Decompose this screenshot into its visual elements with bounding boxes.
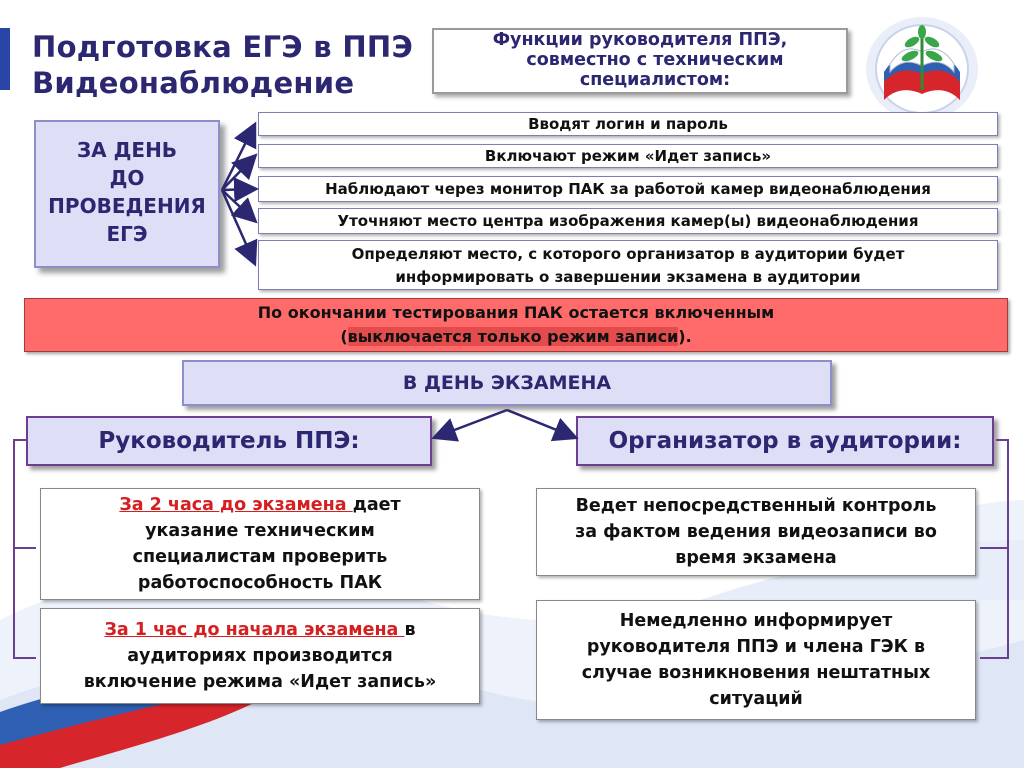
day-before-line1: ЗА ДЕНЬ (76, 138, 178, 162)
functions-line1: Функции руководителя ППЭ, (492, 30, 788, 50)
functions-line2: совместно с техническим (526, 50, 784, 70)
head-task1-l1: дает (352, 495, 401, 515)
emblem-book-plant-icon (866, 17, 978, 121)
org-task1-line1: Ведет непосредственный контроль (575, 496, 937, 516)
day-before-exam-box: ЗА ДЕНЬ ДО ПРОВЕДЕНИЯ ЕГЭ (34, 120, 220, 268)
role-organizer: Организатор в аудитории: (576, 416, 994, 466)
head-task1-line2: указание техническим (145, 521, 375, 541)
after-test-line1: По окончании тестирования ПАК остается в… (257, 303, 775, 322)
day-before-line2: ДО (109, 166, 145, 190)
org-task1-line2: за фактом ведения видеозаписи во (575, 522, 937, 542)
step-login: Вводят логин и пароль (258, 112, 998, 136)
head-task2-red: За 1 час до начала экзамена (104, 620, 405, 640)
organizer-task-control: Ведет непосредственный контроль за факто… (536, 488, 976, 576)
org-task2-line2: руководителя ППЭ и члена ГЭК в (586, 637, 926, 657)
after-test-close: ). (678, 327, 692, 346)
head-task1-line3: специалистам проверить (132, 547, 388, 567)
functions-line3: специалистом: (579, 70, 731, 90)
role-head-ppe: Руководитель ППЭ: (26, 416, 432, 466)
head-task1-red: За 2 часа до экзамена (119, 495, 353, 515)
day-before-line4: ЕГЭ (106, 222, 148, 246)
step-camera-center: Уточняют место центра изображения камер(… (258, 208, 998, 234)
head-task1-line1: За 2 часа до экзамена дает (41, 492, 479, 518)
head-task-2-hours: За 2 часа до экзамена дает указание техн… (40, 488, 480, 600)
head-task2-line3: включение режима «Идет запись» (83, 672, 437, 692)
step-inform-line2: информировать о завершении экзамена в ау… (395, 268, 861, 286)
org-task2-line1: Немедленно информирует (619, 611, 893, 631)
page-title-line2: Видеонаблюдение (32, 66, 355, 100)
step-inform-line1: Определяют место, с которого организатор… (351, 245, 905, 263)
head-task2-line2: аудиториях производится (127, 646, 393, 666)
head-task2-l1: в (404, 620, 416, 640)
org-task2-line3: случае возникновения нештатных (581, 663, 931, 683)
step-inform-location: Определяют место, с которого организатор… (258, 240, 998, 290)
after-test-open: ( (340, 327, 348, 346)
org-task1-line3: время экзамена (675, 548, 837, 568)
step-recording-mode: Включают режим «Идет запись» (258, 144, 998, 168)
title-accent-bar (0, 28, 10, 90)
organizer-task-inform: Немедленно информирует руководителя ППЭ … (536, 600, 976, 720)
functions-header: Функции руководителя ППЭ, совместно с те… (432, 28, 848, 94)
head-task1-line4: работоспособность ПАК (137, 573, 383, 593)
page-title-line1: Подготовка ЕГЭ в ППЭ (32, 30, 414, 64)
exam-day-header: В ДЕНЬ ЭКЗАМЕНА (182, 360, 832, 406)
step-monitor-cameras: Наблюдают через монитор ПАК за работой к… (258, 176, 998, 202)
after-test-highlight: выключается только режим записи (347, 327, 679, 346)
head-task-1-hour: За 1 час до начала экзамена в аудиториях… (40, 608, 480, 704)
head-task2-line1: За 1 час до начала экзамена в (41, 617, 479, 643)
org-task2-line4: ситуаций (709, 689, 803, 709)
after-test-line2: (выключается только режим записи). (25, 325, 1007, 349)
day-before-line3: ПРОВЕДЕНИЯ (48, 194, 206, 218)
after-test-notice: По окончании тестирования ПАК остается в… (24, 298, 1008, 352)
